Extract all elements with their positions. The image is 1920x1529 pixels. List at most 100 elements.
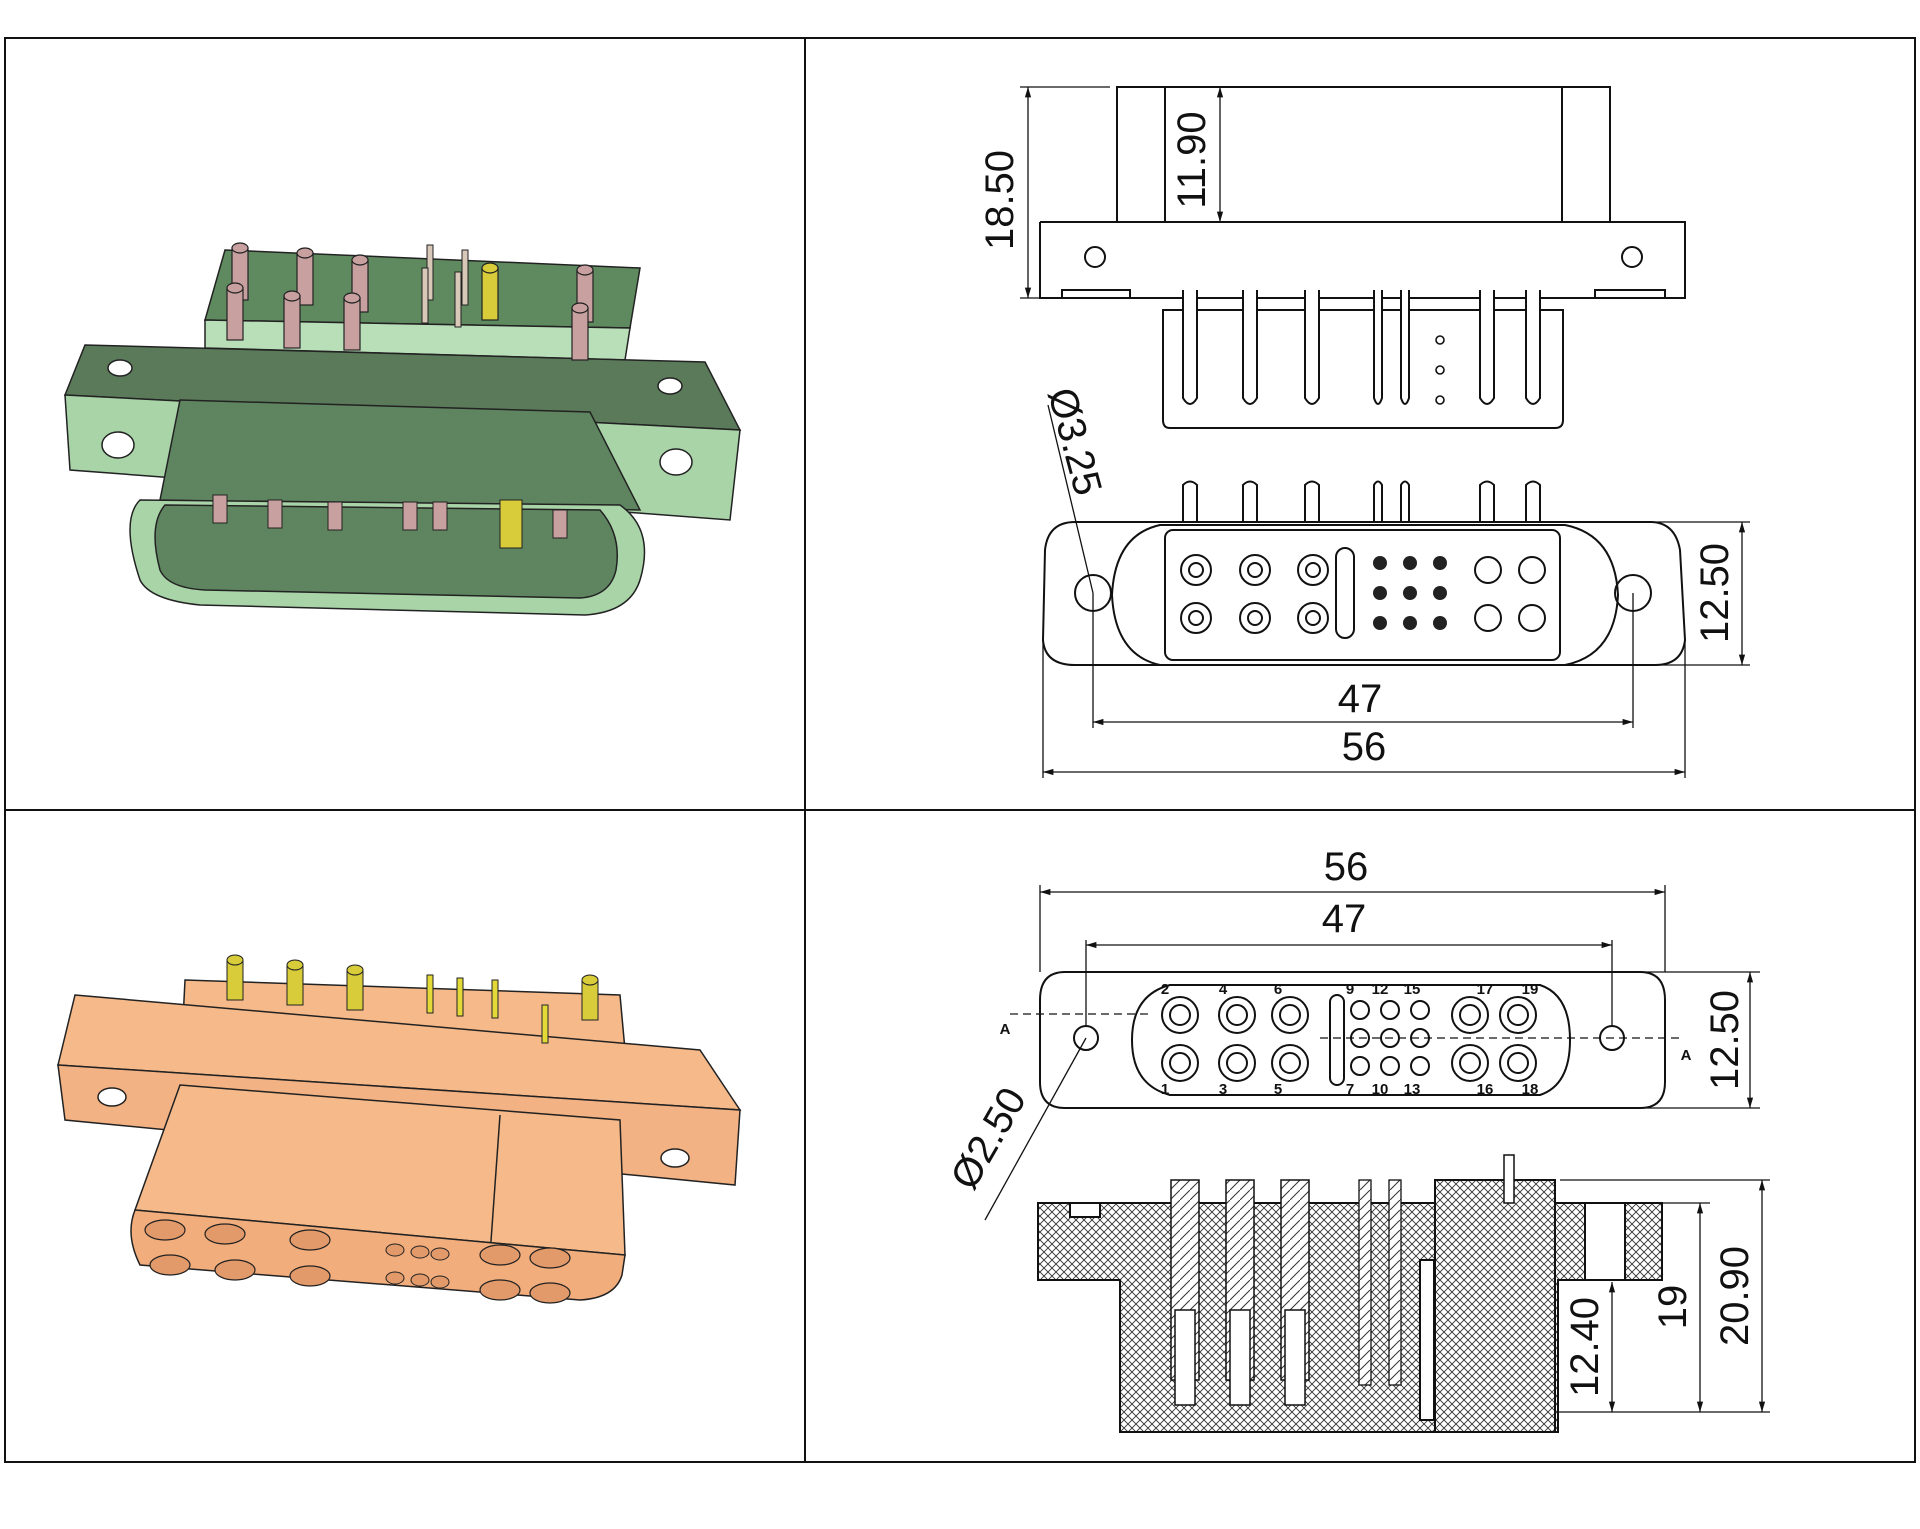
receptacle-face-contact	[1161, 1044, 1199, 1082]
elevation-small-holes	[1435, 335, 1445, 405]
receptacle-signal-socket	[430, 1275, 450, 1289]
face-power-contact	[1474, 604, 1502, 632]
receptacle-pin-tip	[581, 974, 599, 986]
face-power-contact-core	[1188, 610, 1204, 626]
section-pin-top	[1503, 1154, 1515, 1204]
face-key-slot	[1335, 547, 1355, 639]
elevation-small-hole	[1435, 395, 1445, 405]
receptacle-mount-hole-right	[660, 1148, 690, 1168]
receptacle-face-contacts	[1161, 996, 1537, 1082]
pin-number: 19	[1522, 981, 1539, 998]
plug-signal-pin	[461, 249, 469, 306]
receptacle-face-contact-ring	[1169, 1004, 1191, 1026]
front-elevation-drawing	[1039, 86, 1686, 429]
face-pin-tails	[1182, 480, 1541, 522]
face-power-contact-core	[1247, 610, 1263, 626]
elevation-pin	[1400, 290, 1410, 405]
elevation-pin	[1242, 290, 1258, 405]
pin-number: 1	[1161, 1081, 1169, 1098]
pin-number: 15	[1404, 981, 1421, 998]
receptacle-signal-socket	[385, 1271, 405, 1285]
plug-pin-tip	[343, 292, 361, 304]
face-power-contact	[1518, 556, 1546, 584]
dim-flange-width: 56	[1342, 725, 1387, 769]
face-signal-contact	[1403, 556, 1417, 570]
plug-pin	[283, 295, 301, 349]
pin-number: 10	[1372, 1081, 1389, 1098]
plug-shell-side	[159, 399, 642, 511]
receptacle-face	[130, 1209, 626, 1301]
face-power-contact	[1239, 554, 1271, 586]
receptacle-socket	[149, 1254, 191, 1276]
receptacle-3d-render	[57, 979, 742, 1301]
face-power-contact-core	[1305, 562, 1321, 578]
receptacle-face-contact	[1218, 996, 1256, 1034]
sheet-frame	[4, 37, 1916, 1463]
plug-mount-hole-left-front	[101, 431, 135, 459]
dim-line-diameter-leader	[1047, 404, 1094, 594]
plug-3d-render	[63, 249, 742, 616]
pin-number: 7	[1346, 1081, 1354, 1098]
section-mark-left: A	[1000, 1021, 1011, 1038]
face-signal-contact	[1433, 586, 1447, 600]
face-power-contact	[1180, 602, 1212, 634]
plug-front-pin	[212, 494, 228, 524]
plug-pin-tip	[231, 242, 249, 254]
plug-front-pin	[552, 509, 568, 539]
receptacle-signal-socket	[410, 1273, 430, 1287]
face-signal-contact	[1433, 616, 1447, 630]
receptacle-shell-edge	[489, 1114, 501, 1256]
plug-pin-tip	[571, 302, 589, 314]
pin-number: 18	[1522, 1081, 1539, 1098]
face-view-drawing	[1041, 521, 1687, 666]
receptacle-face-contact	[1499, 1044, 1537, 1082]
receptacle-face-key	[1329, 994, 1345, 1086]
face-power-contact-core	[1188, 562, 1204, 578]
section-signal-contact	[1388, 1179, 1402, 1386]
face-shell-outline	[1110, 524, 1620, 666]
receptacle-socket	[289, 1229, 331, 1251]
pin-number: 12	[1372, 981, 1389, 998]
receptacle-face-contact-ring	[1169, 1052, 1191, 1074]
receptacle-signal-socket	[385, 1243, 405, 1257]
section-signal-contact	[1358, 1179, 1372, 1386]
receptacle-face-contact-ring	[1279, 1004, 1301, 1026]
receptacle-pin	[581, 979, 599, 1021]
section-power-socket	[1174, 1309, 1196, 1406]
face-power-contact	[1474, 556, 1502, 584]
receptacle-face-signal-contact	[1410, 1000, 1430, 1020]
receptacle-face-contact	[1451, 1044, 1489, 1082]
receptacle-socket	[214, 1259, 256, 1281]
receptacle-face-contact-ring	[1507, 1004, 1529, 1026]
dim-depth-b: 19	[1651, 1285, 1695, 1330]
dim-hole-spacing: 47	[1322, 897, 1367, 941]
pin-number: 9	[1346, 981, 1354, 998]
pin-number: 16	[1477, 1081, 1494, 1098]
section-flange-slot-left	[1069, 1202, 1101, 1218]
elevation-small-hole	[1435, 365, 1445, 375]
face-power-contact	[1180, 554, 1212, 586]
plug-pin-tip	[576, 264, 594, 276]
pin-number: 4	[1219, 981, 1228, 998]
face-power-contact	[1518, 604, 1546, 632]
receptacle-face-contact-ring	[1507, 1052, 1529, 1074]
elevation-pin	[1182, 290, 1198, 405]
receptacle-face-shell	[1130, 984, 1572, 1096]
plug-pin-tip	[283, 290, 301, 302]
dim-mount-hole-dia: Ø3.25	[1039, 383, 1110, 500]
pin-number: 17	[1477, 981, 1494, 998]
receptacle-face-contact	[1451, 996, 1489, 1034]
receptacle-pin	[346, 969, 364, 1011]
plug-pin	[343, 297, 361, 351]
face-pin-tail	[1400, 480, 1410, 522]
receptacle-face-signal-contact	[1380, 1028, 1400, 1048]
receptacle-signal-socket	[410, 1245, 430, 1259]
receptacle-face-signal-contact	[1350, 1000, 1370, 1020]
plug-pin-tip	[226, 282, 244, 294]
top-right-dimension-labels: 18.50 11.90 Ø3.25 12.50 47 56	[978, 111, 1737, 769]
pin-number: 6	[1274, 981, 1282, 998]
dim-total-height: 18.50	[978, 150, 1022, 250]
receptacle-signal-socket	[430, 1247, 450, 1261]
